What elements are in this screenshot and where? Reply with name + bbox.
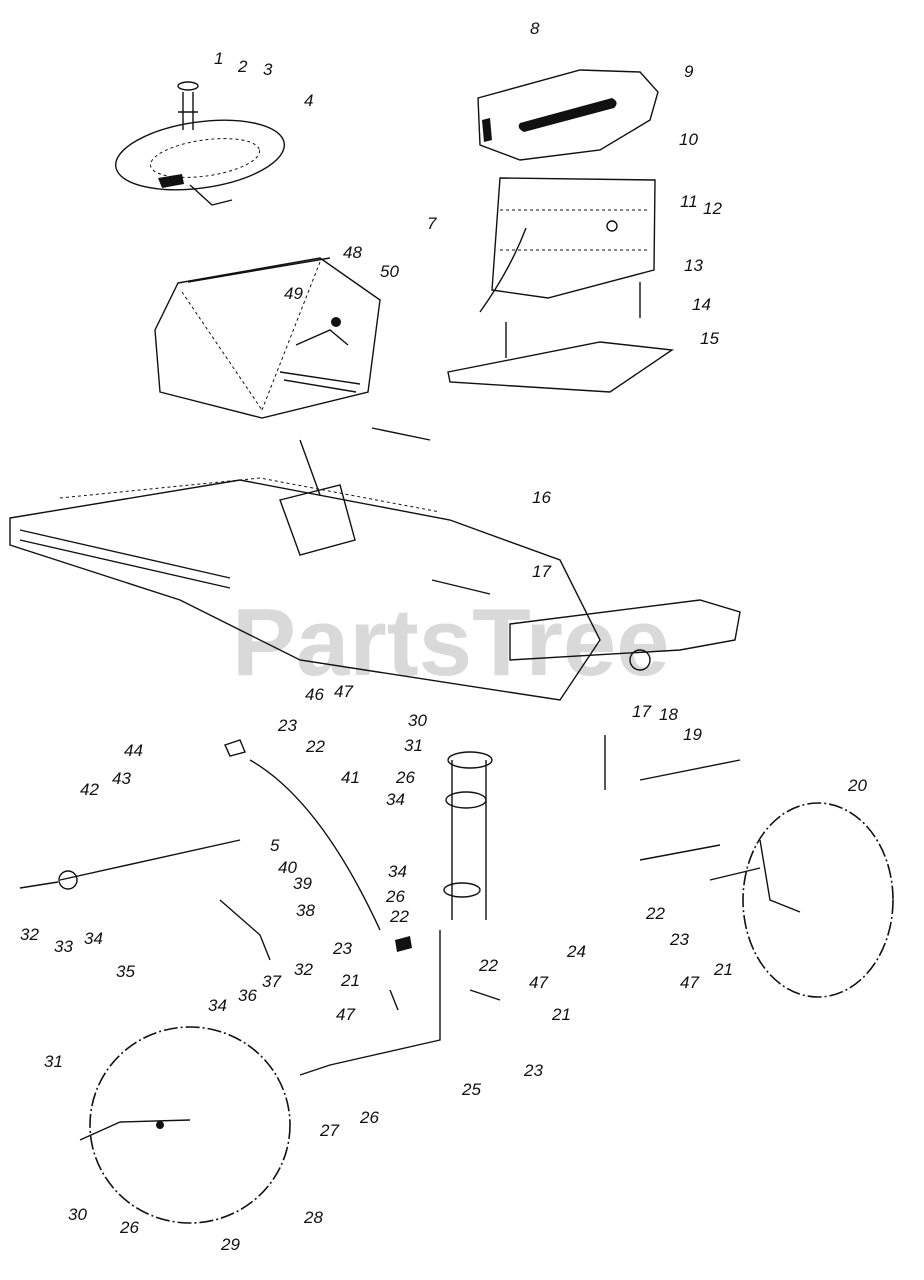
watermark: PartsTree — [232, 589, 670, 696]
callout-34: 34 — [386, 790, 405, 809]
deck-icon — [9, 439, 741, 790]
callout-14: 14 — [692, 295, 711, 314]
callout-31: 31 — [44, 1052, 63, 1071]
callout-21: 21 — [713, 960, 733, 979]
callout-10: 10 — [679, 130, 698, 149]
callout-23: 23 — [523, 1061, 543, 1080]
callout-18: 18 — [659, 705, 678, 724]
callout-47: 47 — [334, 682, 353, 701]
callout-22: 22 — [645, 904, 665, 923]
callout-34: 34 — [208, 996, 227, 1015]
callout-40: 40 — [278, 858, 297, 877]
callout-47: 47 — [529, 973, 548, 992]
callout-22: 22 — [305, 737, 325, 756]
callout-20: 20 — [847, 776, 867, 795]
callout-23: 23 — [669, 930, 689, 949]
callout-19: 19 — [683, 725, 702, 744]
callout-3: 3 — [263, 60, 273, 79]
callout-42: 42 — [80, 780, 99, 799]
callout-47: 47 — [336, 1005, 355, 1024]
callout-22: 22 — [478, 956, 498, 975]
callout-22: 22 — [389, 907, 409, 926]
callout-46: 46 — [305, 685, 324, 704]
callout-44: 44 — [124, 741, 143, 760]
callout-50: 50 — [380, 262, 399, 281]
callout-36: 36 — [238, 986, 257, 1005]
callout-30: 30 — [68, 1205, 87, 1224]
callout-9: 9 — [684, 62, 694, 81]
callout-21: 21 — [340, 971, 360, 990]
steering-wheel-icon — [115, 81, 285, 206]
callout-34: 34 — [388, 862, 407, 881]
callout-23: 23 — [277, 716, 297, 735]
callout-21: 21 — [551, 1005, 571, 1024]
callout-27: 27 — [319, 1121, 339, 1140]
callout-32: 32 — [294, 960, 313, 979]
callout-labels: 1 2 3 4 5 7 8 9 10 11 12 13 14 15 16 17 … — [20, 19, 867, 1254]
callout-34: 34 — [84, 929, 103, 948]
callout-25: 25 — [461, 1080, 481, 1099]
callout-26: 26 — [119, 1218, 139, 1237]
callout-17: 17 — [632, 702, 651, 721]
callout-28: 28 — [303, 1208, 323, 1227]
callout-4: 4 — [304, 91, 313, 110]
callout-38: 38 — [296, 901, 315, 920]
callout-48: 48 — [343, 243, 362, 262]
front-axle — [19, 739, 721, 1076]
callout-17: 17 — [532, 562, 551, 581]
callout-32: 32 — [20, 925, 39, 944]
callout-30: 30 — [408, 711, 427, 730]
callout-15: 15 — [700, 329, 719, 348]
callout-7: 7 — [427, 214, 437, 233]
callout-8: 8 — [530, 19, 540, 38]
callout-37: 37 — [262, 972, 281, 991]
callout-43: 43 — [112, 769, 131, 788]
callout-49: 49 — [284, 284, 303, 303]
callout-26: 26 — [359, 1108, 379, 1127]
engine-icon — [447, 69, 674, 393]
callout-41: 41 — [341, 768, 360, 787]
callout-16: 16 — [532, 488, 551, 507]
wheel-icon — [709, 802, 894, 998]
callout-33: 33 — [54, 937, 73, 956]
callout-29: 29 — [220, 1235, 240, 1254]
callout-11: 11 — [680, 192, 698, 211]
callout-35: 35 — [116, 962, 135, 981]
callout-5: 5 — [270, 836, 280, 855]
callout-26: 26 — [395, 768, 415, 787]
callout-12: 12 — [703, 199, 722, 218]
callout-1: 1 — [214, 49, 223, 68]
callout-24: 24 — [566, 942, 586, 961]
callout-39: 39 — [293, 874, 312, 893]
callout-26: 26 — [385, 887, 405, 906]
callout-23: 23 — [332, 939, 352, 958]
callout-31: 31 — [404, 736, 423, 755]
callout-13: 13 — [684, 256, 703, 275]
hood-icon — [154, 257, 431, 441]
callout-2: 2 — [237, 57, 248, 76]
wheel-icon — [79, 1026, 291, 1224]
callout-47: 47 — [680, 973, 699, 992]
